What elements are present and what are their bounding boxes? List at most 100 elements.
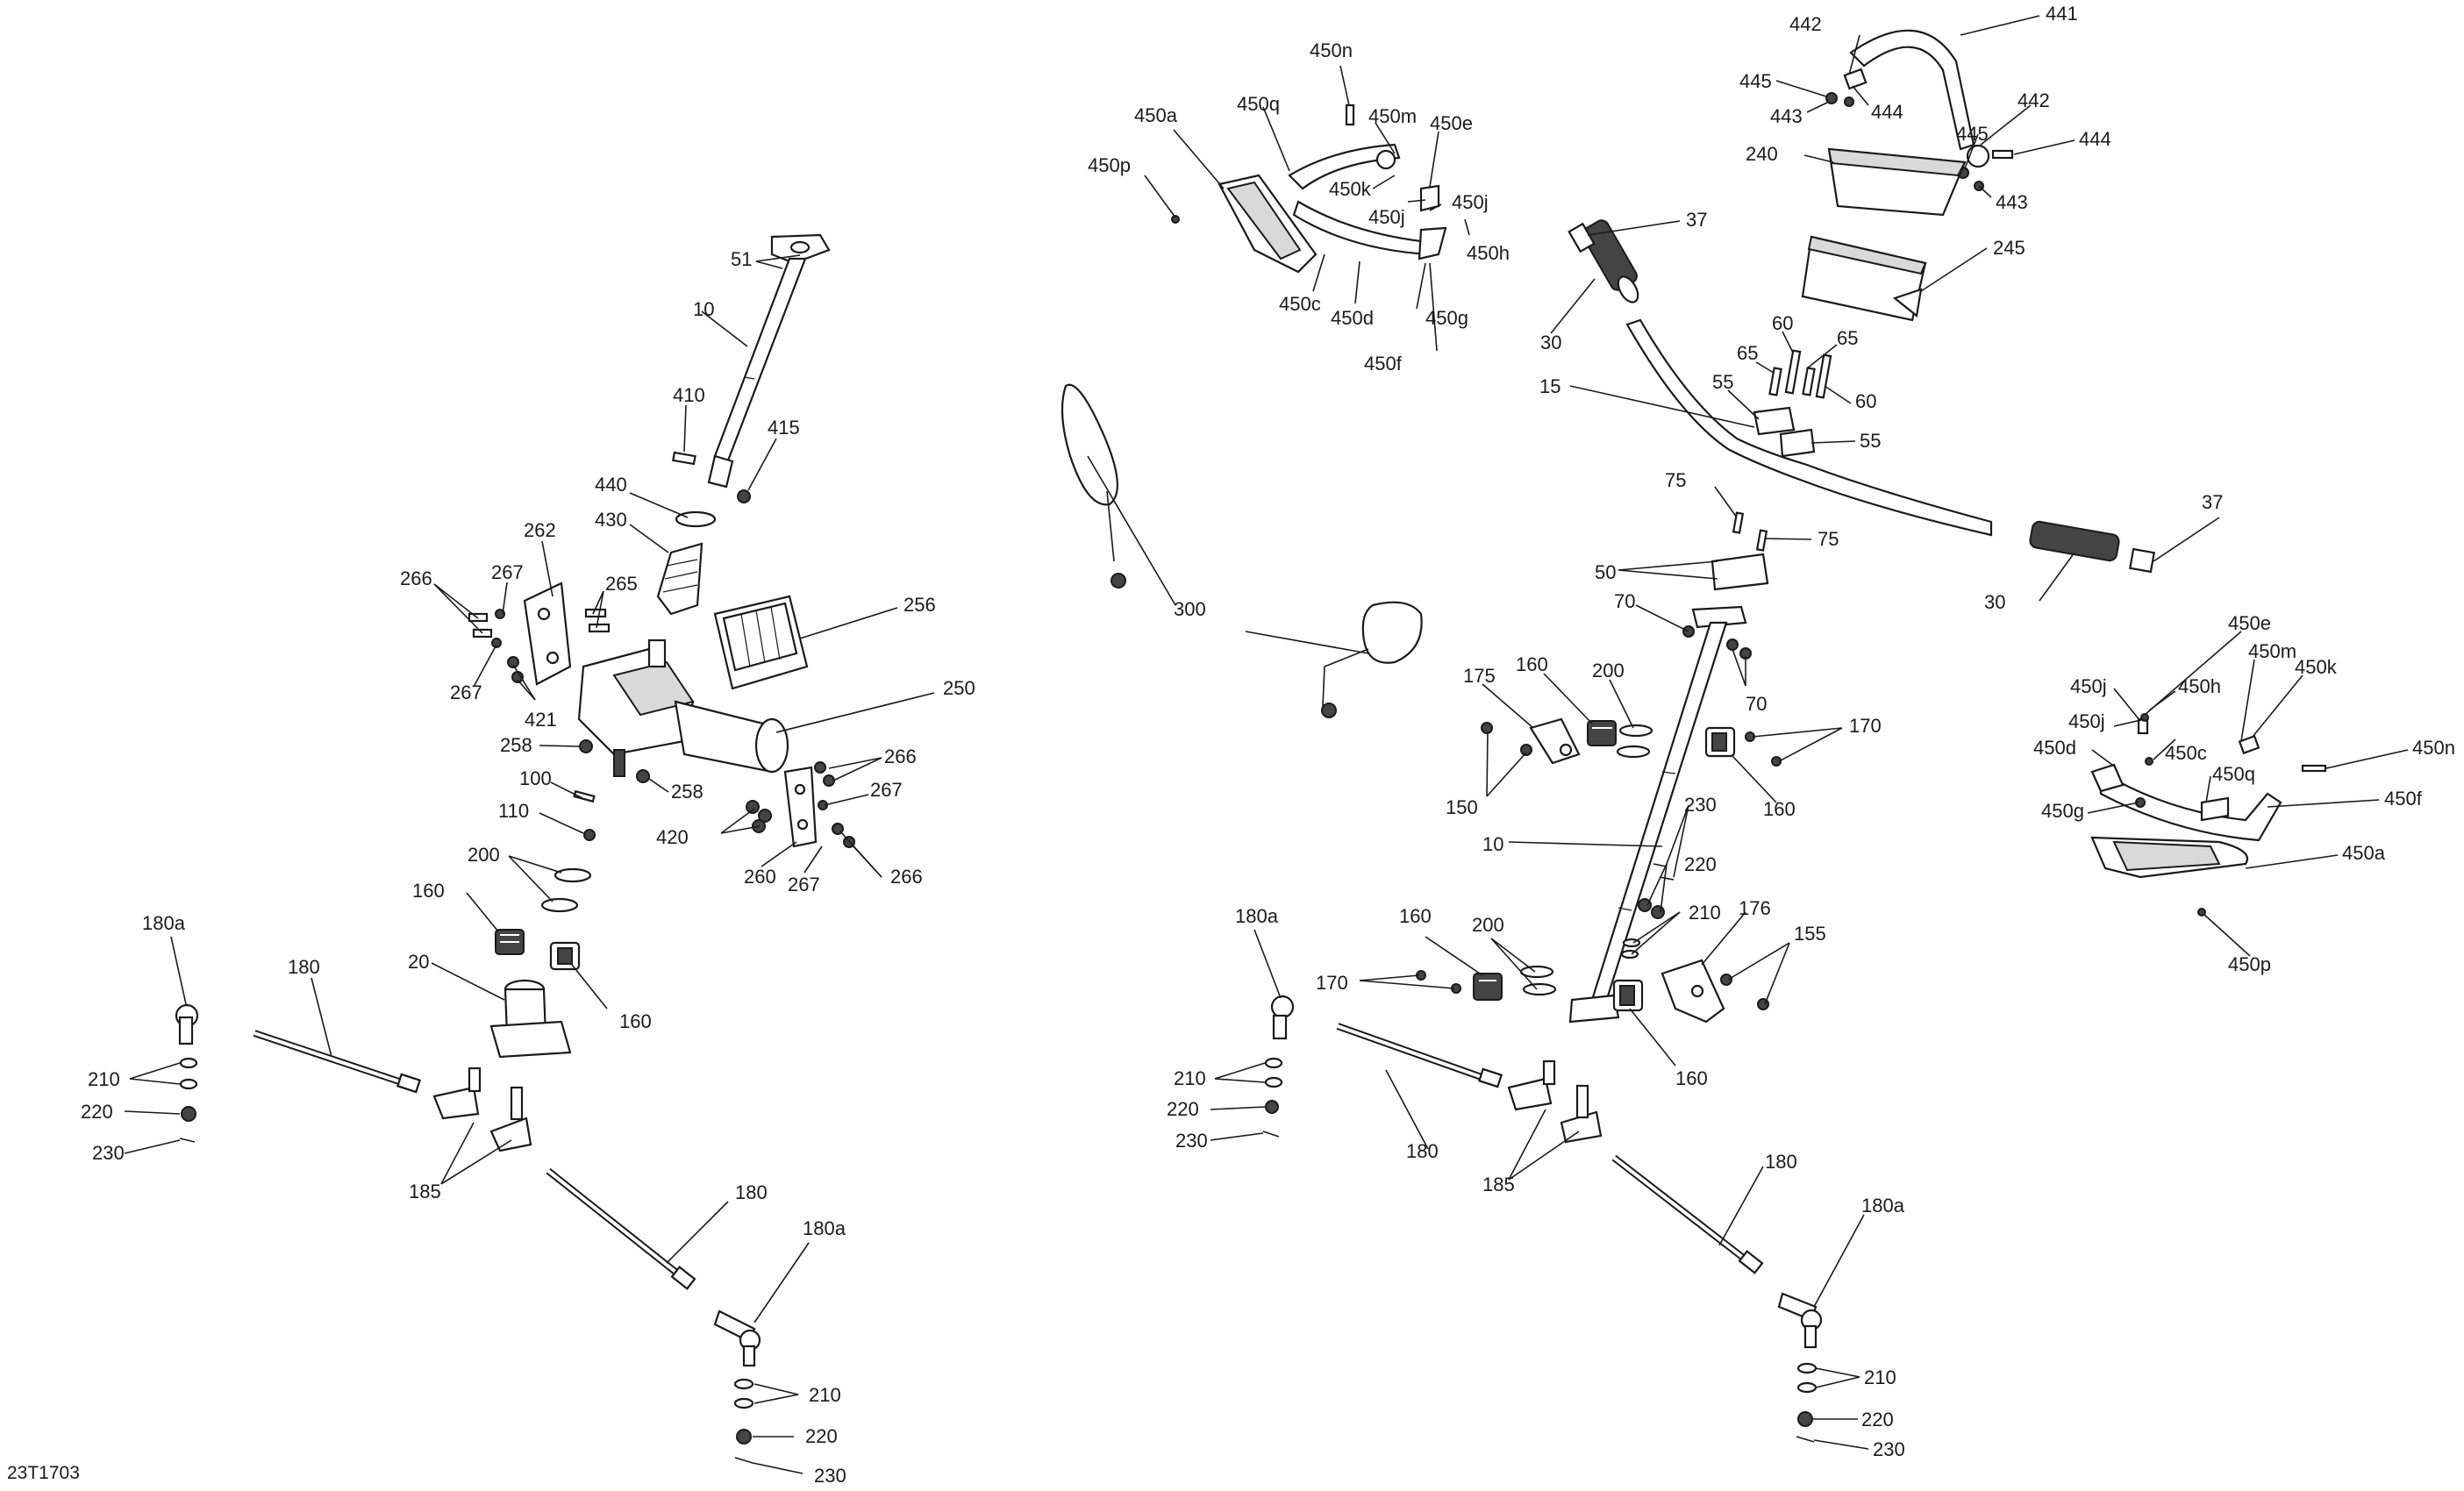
pad-245	[1801, 235, 1927, 322]
callout-180: 180	[1406, 1140, 1439, 1162]
callout-185: 185	[409, 1181, 441, 1202]
washers-210-left	[179, 1057, 198, 1090]
bolt-155a	[1720, 974, 1732, 986]
pin-230-mid	[1653, 863, 1668, 867]
callout-15: 15	[1539, 375, 1561, 397]
callout-155: 155	[1794, 923, 1826, 945]
washers-210-lower-left	[733, 1378, 754, 1409]
handguard-left-450	[1171, 103, 1447, 274]
callout-240: 240	[1746, 143, 1778, 165]
bracket-262	[523, 581, 572, 686]
callout-450h: 450h	[1467, 242, 1510, 264]
callout-30: 30	[1540, 332, 1561, 353]
labels-handguard-top: 450n 450a 450q 450m 450e 450p 450k 450j …	[1088, 39, 1510, 375]
washer-210-right-b	[1264, 1076, 1283, 1088]
callout-450k: 450k	[2295, 656, 2338, 678]
callout-450f: 450f	[1364, 353, 1403, 375]
callout-37: 37	[2202, 491, 2223, 513]
callout-210: 210	[88, 1068, 120, 1090]
washer-210-right	[1264, 1057, 1283, 1069]
callout-50: 50	[1595, 561, 1616, 583]
bushing-160a	[495, 929, 525, 955]
tie-rod-180-lower-right	[1611, 1154, 1764, 1274]
callout-220: 220	[1861, 1409, 1894, 1430]
callout-267: 267	[491, 561, 524, 583]
cotter-230-lower-left	[734, 1457, 753, 1464]
callout-70: 70	[1614, 590, 1635, 612]
leaders-right	[1087, 15, 2409, 1450]
clamp-440	[675, 510, 717, 528]
callout-160: 160	[1763, 798, 1796, 820]
callout-450j: 450j	[2070, 675, 2107, 697]
callout-210: 210	[1689, 902, 1721, 924]
labels-right: 442 441 445 443 444 442 445 444 443 240 …	[1167, 3, 2223, 1460]
callout-37: 37	[1686, 209, 1707, 231]
callout-450q: 450q	[1237, 93, 1280, 115]
callout-450n: 450n	[1310, 39, 1353, 61]
clamps-55	[1753, 406, 1816, 458]
callout-230: 230	[814, 1465, 846, 1487]
callout-442: 442	[2018, 89, 2050, 111]
callout-450c: 450c	[1279, 293, 1321, 315]
callout-450c: 450c	[2165, 742, 2207, 764]
cover-256	[713, 595, 809, 690]
callout-267: 267	[870, 779, 903, 801]
callout-180: 180	[1765, 1151, 1797, 1173]
callout-220: 220	[805, 1425, 838, 1447]
bolts-266-267-right	[814, 761, 855, 848]
callout-75: 75	[1818, 528, 1839, 550]
callout-150: 150	[1446, 796, 1478, 818]
callout-220: 220	[1684, 853, 1717, 875]
callout-450h: 450h	[2178, 675, 2221, 697]
tie-rod-180-left	[253, 1030, 422, 1094]
callout-55: 55	[1860, 430, 1881, 452]
callout-110: 110	[498, 800, 529, 822]
callout-444: 444	[2079, 128, 2111, 150]
callout-450m: 450m	[2248, 640, 2296, 662]
callout-450n: 450n	[2412, 737, 2455, 759]
pin-100	[573, 789, 596, 803]
callout-185: 185	[1482, 1174, 1515, 1195]
nut-220-left	[181, 1106, 196, 1122]
callout-10: 10	[1482, 833, 1503, 855]
callout-176: 176	[1739, 897, 1771, 919]
callout-444: 444	[1871, 101, 1903, 123]
callout-267: 267	[450, 681, 482, 703]
callout-245: 245	[1993, 237, 2025, 259]
callout-267: 267	[788, 874, 820, 895]
cotter-230-left	[179, 1138, 196, 1143]
bolts-420	[746, 800, 772, 833]
nut-170b	[1771, 756, 1782, 767]
bracket-176	[1661, 959, 1725, 1024]
callout-180a: 180a	[142, 912, 186, 934]
callout-180: 180	[288, 956, 320, 978]
callout-200: 200	[468, 844, 500, 866]
right-steering-assembly: 450n 450a 450q 450m 450e 450p 450k 450j …	[1061, 3, 2455, 1460]
clamp-200-upper	[1618, 724, 1653, 738]
nut-150a	[1481, 722, 1493, 734]
handlebar-15	[1625, 318, 1993, 537]
callout-160: 160	[412, 880, 445, 902]
knuckle-185-right-b	[1560, 1084, 1603, 1144]
clamp-200-lower-b	[1522, 982, 1557, 996]
bushing-160b	[549, 941, 581, 971]
callout-51: 51	[731, 248, 752, 270]
callout-450p: 450p	[2228, 953, 2271, 975]
callout-265: 265	[605, 573, 638, 595]
callout-100: 100	[519, 767, 552, 789]
callout-175: 175	[1463, 665, 1496, 687]
tie-rod-180a-end-lower-left	[713, 1309, 761, 1367]
clamp-50	[1711, 553, 1769, 591]
callout-20: 20	[408, 951, 429, 973]
clamp-200a	[554, 867, 592, 883]
boot-430	[656, 542, 703, 616]
callout-65: 65	[1837, 327, 1858, 349]
callout-266: 266	[884, 746, 917, 767]
callout-250: 250	[943, 677, 975, 699]
callout-258: 258	[500, 734, 532, 756]
callout-450f: 450f	[2384, 788, 2423, 810]
leaders-left	[124, 254, 935, 1474]
callout-210: 210	[809, 1384, 841, 1406]
callout-420: 420	[656, 826, 689, 848]
